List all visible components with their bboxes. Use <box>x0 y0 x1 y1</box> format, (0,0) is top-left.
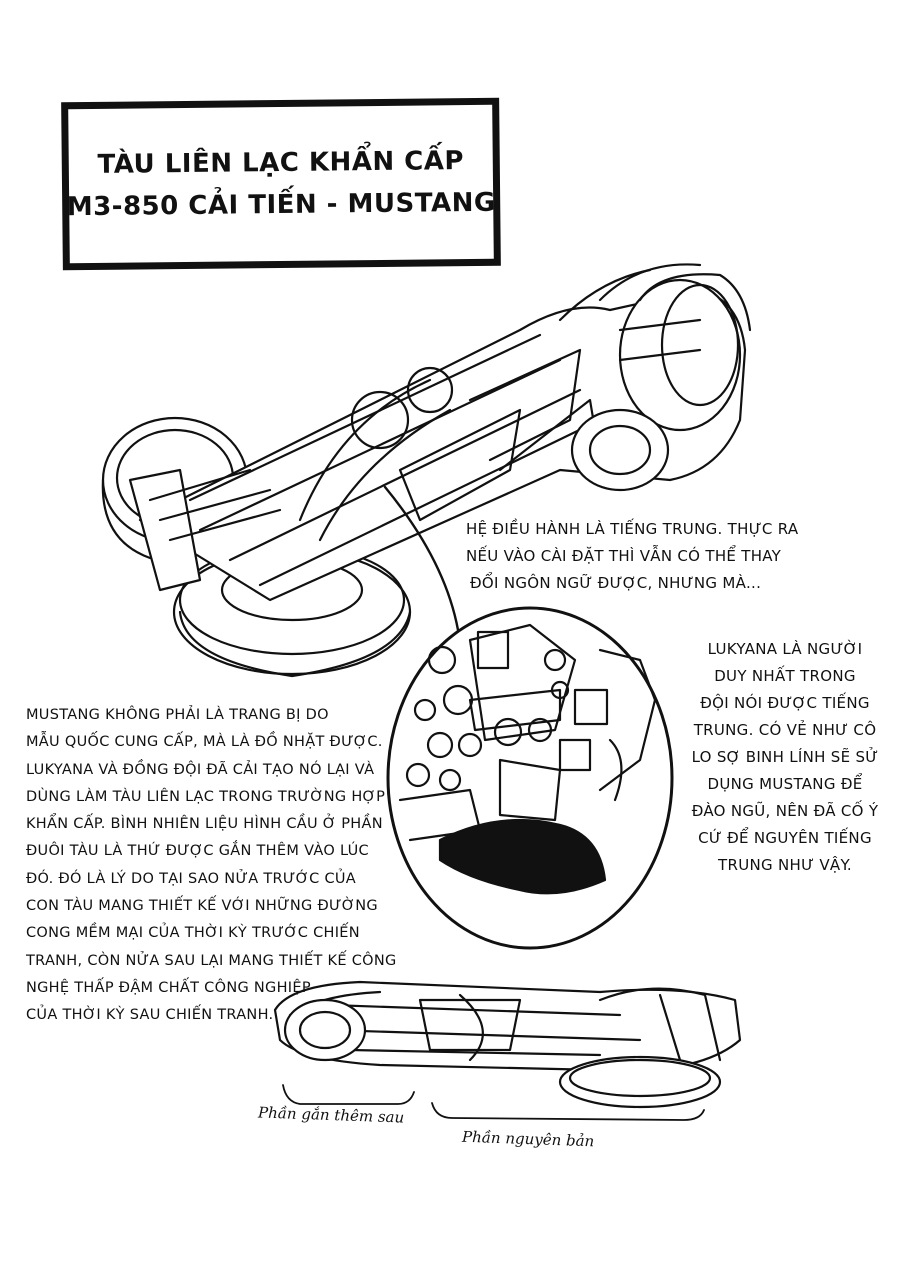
note-mustang-line: ĐÓ. ĐÓ LÀ LÝ DO TẠI SAO NỬA TRƯỚC CỦA <box>26 870 357 887</box>
note-mustang-line: KHẨN CẤP. BÌNH NHIÊN LIỆU HÌNH CẦU Ở PHẦ… <box>26 816 383 833</box>
note-operating-system: HỆ ĐIỀU HÀNH LÀ TIẾNG TRUNG. THỰC RA NẾU… <box>466 516 798 597</box>
note-os-line: NẾU VÀO CÀI ĐẶT THÌ VẪN CÓ THỂ THAY <box>466 547 782 565</box>
note-lukyana: LUKYANA LÀ NGƯỜI DUY NHẤT TRONG ĐỘI NÓI … <box>680 636 890 879</box>
note-lukyana-line: DUY NHẤT TRONG <box>714 667 856 685</box>
note-mustang-line: MUSTANG KHÔNG PHẢI LÀ TRANG BỊ DO <box>26 707 329 723</box>
bracket-original-part <box>431 1102 705 1121</box>
note-lukyana-line: CỨ ĐỂ NGUYÊN TIẾNG <box>698 829 872 847</box>
note-lukyana-line: ĐỘI NÓI ĐƯỢC TIẾNG <box>700 694 870 712</box>
note-mustang-line: NGHỆ THẤP ĐẬM CHẤT CÔNG NGHIỆP <box>26 979 311 996</box>
note-lukyana-line: TRUNG. CÓ VẺ NHƯ CÔ <box>693 721 877 739</box>
note-lukyana-line: ĐÀO NGŨ, NÊN ĐÃ CỐ Ý <box>691 802 879 820</box>
note-os-line: HỆ ĐIỀU HÀNH LÀ TIẾNG TRUNG. THỰC RA <box>466 520 799 538</box>
note-mustang-line: MẪU QUỐC CUNG CẤP, MÀ LÀ ĐỒ NHẶT ĐƯỢC. <box>26 734 383 751</box>
fuel-tank-illustration <box>558 263 752 492</box>
note-lukyana-line: TRUNG NHƯ VẬY. <box>718 856 852 874</box>
note-mustang-line: CON TÀU MANG THIẾT KẾ VỚI NHỮNG ĐƯỜNG <box>26 898 378 915</box>
note-os-line: ĐỔI NGÔN NGỮ ĐƯỢC, NHƯNG MÀ... <box>470 574 762 592</box>
note-mustang: MUSTANG KHÔNG PHẢI LÀ TRANG BỊ DO MẪU QU… <box>26 702 397 1030</box>
note-mustang-line: ĐUÔI TÀU LÀ THỨ ĐƯỢC GẮN THÊM VÀO LÚC <box>26 843 369 860</box>
note-mustang-line: LUKYANA VÀ ĐỒNG ĐỘI ĐÃ CẢI TẠO NÓ LẠI VÀ <box>26 761 375 778</box>
bracket-added-part <box>282 1084 415 1105</box>
note-mustang-line: CONG MỀM MẠI CỦA THỜI KỲ TRƯỚC CHIẾN <box>26 925 360 942</box>
cockpit-inset-illustration <box>386 606 674 950</box>
note-lukyana-line: DỤNG MUSTANG ĐỂ <box>707 775 863 793</box>
note-mustang-line: CỦA THỜI KỲ SAU CHIẾN TRANH. <box>26 1007 274 1024</box>
note-lukyana-line: LUKYANA LÀ NGƯỜI <box>707 640 863 658</box>
note-lukyana-line: LO SỢ BINH LÍNH SẼ SỬ <box>691 748 879 766</box>
pointer-line <box>383 485 460 632</box>
note-mustang-line: DÙNG LÀM TÀU LIÊN LẠC TRONG TRƯỜNG HỢP <box>26 788 386 805</box>
note-mustang-line: TRANH, CÒN NỬA SAU LẠI MANG THIẾT KẾ CÔN… <box>26 952 397 969</box>
side-view-ship-illustration <box>273 980 742 1109</box>
